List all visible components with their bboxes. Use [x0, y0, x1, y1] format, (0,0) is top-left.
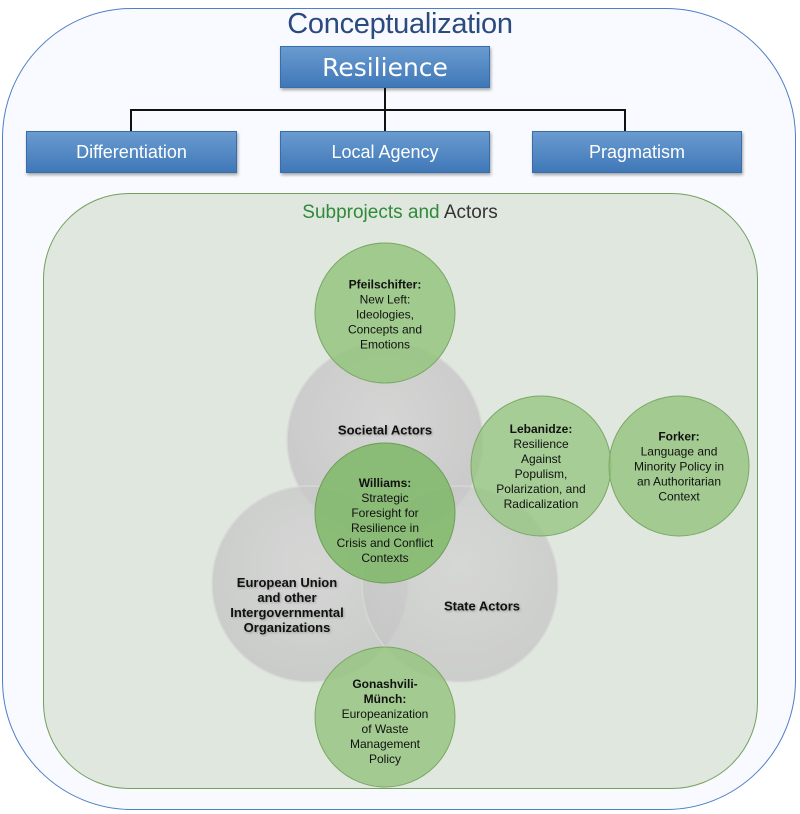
lebanidze-name: Lebanidze: — [509, 422, 573, 436]
differentiation-box: Differentiation — [26, 131, 237, 173]
societal-actors-label: Societal Actors — [337, 422, 433, 438]
pfeilschifter-text: Pfeilschifter: New Left: Ideologies, Con… — [330, 278, 440, 353]
state-actors-label: State Actors — [443, 598, 521, 614]
local-agency-box: Local Agency — [280, 131, 490, 173]
diagram-title: Conceptualization — [287, 8, 513, 40]
williams-topic: Strategic Foresight for Resilience in Cr… — [336, 491, 434, 565]
pfeilschifter-topic: New Left: Ideologies, Concepts and Emoti… — [347, 292, 423, 352]
pfeilschifter-name: Pfeilschifter: — [348, 277, 422, 292]
resilience-box: Resilience — [280, 46, 490, 88]
pragmatism-box: Pragmatism — [532, 131, 742, 173]
williams-text: Williams: Strategic Foresight for Resili… — [335, 476, 435, 566]
connector-horizontal — [130, 109, 625, 111]
subprojects-title-part1: Subprojects and — [302, 202, 440, 223]
williams-name: Williams: — [358, 476, 412, 490]
lebanidze-topic: Resilience Against Populism, Polarizatio… — [496, 437, 586, 511]
gonashvili-muench-circle — [314, 646, 456, 788]
connector-vertical-differentiation — [130, 109, 132, 131]
lebanidze-text: Lebanidze: Resilience Against Populism, … — [494, 422, 589, 512]
forker-text: Forker: Language and Minority Policy in … — [629, 430, 729, 505]
forker-name: Forker: — [658, 429, 700, 444]
pfeilschifter-circle — [314, 242, 456, 384]
subprojects-title-part2: Actors — [443, 202, 498, 223]
gonashvili-muench-name: Gonashvili-Münch: — [352, 677, 418, 706]
williams-circle — [314, 442, 456, 584]
connector-vertical-pragmatism — [624, 109, 626, 131]
forker-circle — [608, 395, 750, 537]
forker-topic: Language and Minority Policy in an Autho… — [633, 444, 725, 504]
eu-actors-label: European Union and other Intergovernment… — [230, 575, 344, 635]
gonashvili-muench-topic: Europeanization of Waste Management Poli… — [341, 707, 429, 766]
gonashvili-muench-text: Gonashvili-Münch: Europeanization of Was… — [338, 677, 433, 767]
subprojects-title: Subprojects and Actors — [0, 202, 800, 224]
